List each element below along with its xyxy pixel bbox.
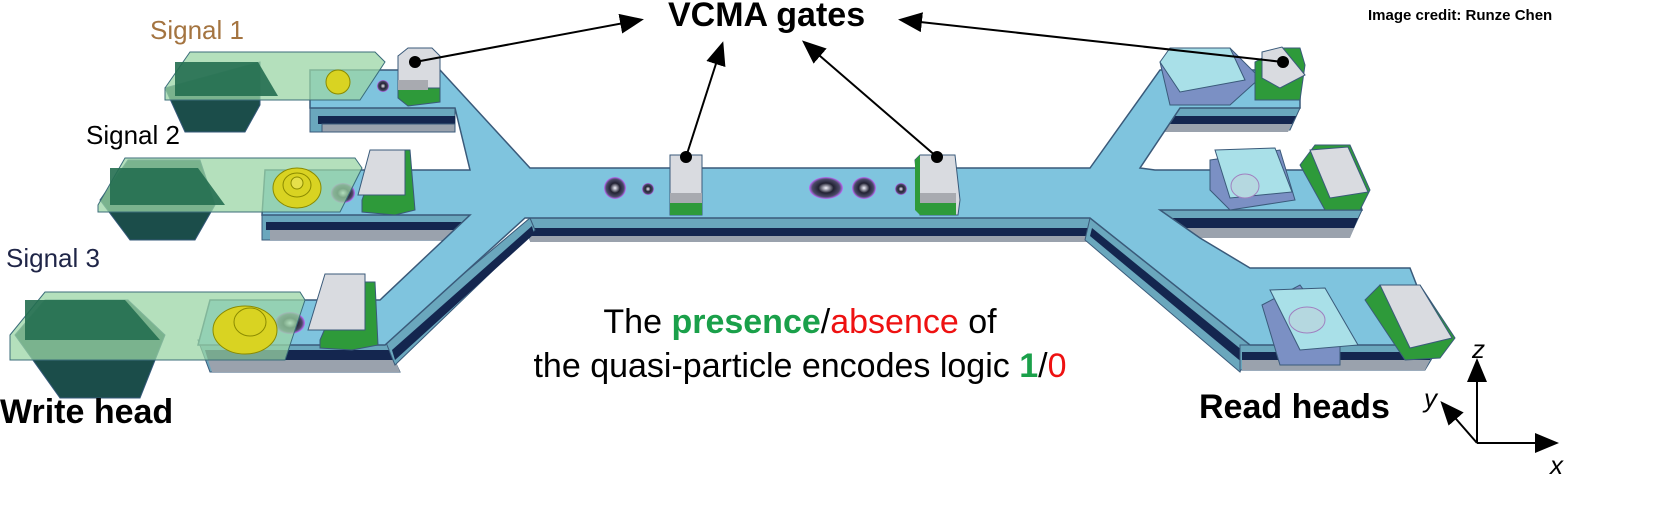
caption-text: The xyxy=(603,303,672,341)
image-credit: Image credit: Runze Chen xyxy=(1368,7,1553,24)
caption: The presence/absence of the quasi-partic… xyxy=(520,300,1080,388)
read-heads-label: Read heads xyxy=(1199,388,1390,426)
caption-slash: / xyxy=(820,303,831,341)
vcma-gate xyxy=(397,47,441,107)
signal-2-label: Signal 2 xyxy=(86,120,180,151)
skyrmion xyxy=(604,177,626,199)
axis-triad xyxy=(1440,358,1559,453)
absence-word: absence xyxy=(830,303,959,341)
skyrmion xyxy=(809,177,843,199)
skyrmion xyxy=(895,183,907,195)
y-axis xyxy=(1440,400,1478,444)
presence-word: presence xyxy=(671,303,821,341)
x-axis-label: x xyxy=(1550,450,1563,480)
caption-text: the quasi-particle encodes logic xyxy=(533,347,1020,385)
vcma-gate xyxy=(357,149,416,216)
vcma-gate xyxy=(669,154,703,216)
skyrmion xyxy=(377,80,389,92)
read-head-2 xyxy=(1209,144,1371,211)
logic-one: 1 xyxy=(1019,347,1039,385)
y-axis-label: y xyxy=(1424,383,1437,413)
signal-2-text: Signal 2 xyxy=(86,120,180,150)
write-head-2 xyxy=(97,157,363,241)
annotation-arrows xyxy=(409,12,1289,163)
signal-1-label: Signal 1 xyxy=(150,15,244,46)
caption-text: of xyxy=(958,303,997,341)
write-head-1 xyxy=(164,51,386,133)
vcma-gate xyxy=(307,273,379,351)
read-head-3 xyxy=(1261,284,1456,366)
skyrmion xyxy=(642,183,654,195)
signal-3-label: Signal 3 xyxy=(6,243,100,274)
signal-3-text: Signal 3 xyxy=(6,243,100,273)
read-head-1 xyxy=(1159,46,1306,106)
skyrmion xyxy=(852,177,876,199)
vcma-gates-title: VCMA gates xyxy=(668,0,866,34)
caption-line-2: the quasi-particle encodes logic 1/0 xyxy=(520,344,1080,388)
write-head-label: Write head xyxy=(0,393,174,431)
caption-line-1: The presence/absence of xyxy=(520,300,1080,344)
logic-zero: 0 xyxy=(1047,347,1067,385)
vcma-gate xyxy=(914,154,961,216)
z-axis-label: z xyxy=(1472,334,1485,364)
signal-1-text: Signal 1 xyxy=(150,15,244,45)
caption-slash: / xyxy=(1038,347,1048,385)
write-head-3 xyxy=(9,291,306,399)
